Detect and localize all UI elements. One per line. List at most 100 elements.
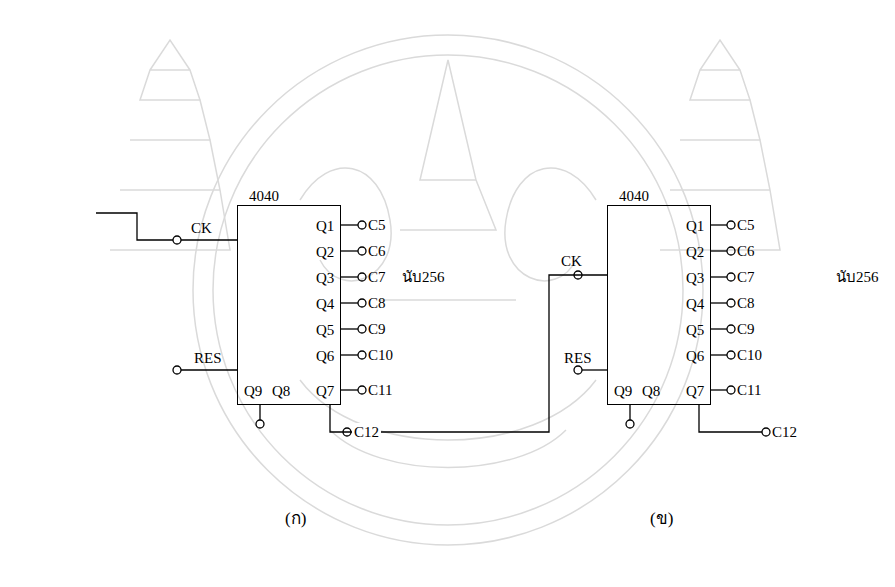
signal-name: C10 xyxy=(737,346,762,364)
connecting-wire xyxy=(330,275,607,432)
pin-wire xyxy=(710,389,727,390)
pin-terminal xyxy=(173,366,181,374)
pin-name: Q4 xyxy=(316,295,334,313)
pin-name: Q6 xyxy=(686,347,704,365)
pin-name: Q7 xyxy=(316,382,334,400)
signal-name: C7 xyxy=(737,268,755,286)
pin-terminal xyxy=(727,273,735,281)
chip-number: 4040 xyxy=(249,187,279,205)
clock-waveform xyxy=(96,213,173,240)
pin-wire xyxy=(710,354,727,355)
signal-name: C8 xyxy=(368,294,386,312)
count-note: นับ256 xyxy=(836,268,879,286)
pin-name: CK xyxy=(191,219,212,237)
pin-wire xyxy=(710,328,727,329)
pin-terminal xyxy=(727,221,735,229)
pin-terminal xyxy=(762,428,770,436)
pin-terminal xyxy=(727,247,735,255)
counter-ic: 4040CKRESQ1Q2Q3Q4Q5Q6Q9Q8Q7 xyxy=(237,205,341,405)
seal-ring xyxy=(213,55,683,525)
output-pins xyxy=(341,221,735,394)
seal-curve xyxy=(300,380,596,468)
pagoda-ornament xyxy=(110,40,230,250)
pin-wire xyxy=(341,276,358,277)
pin-terminal xyxy=(626,420,634,428)
pin-name: Q8 xyxy=(272,382,290,400)
pin-name: Q6 xyxy=(316,347,334,365)
figure-label: (ก) xyxy=(285,510,306,528)
pin-name: Q4 xyxy=(686,295,704,313)
pin-wire xyxy=(341,389,358,390)
pin-wire xyxy=(181,369,237,370)
pin-terminal xyxy=(727,386,735,394)
pin-name: Q5 xyxy=(686,321,704,339)
pin-wire xyxy=(259,405,260,420)
pin-wire xyxy=(341,354,358,355)
pin-terminal xyxy=(173,236,181,244)
signal-name: C5 xyxy=(737,216,755,234)
pin-name: Q2 xyxy=(316,243,334,261)
pin-wire xyxy=(341,250,358,251)
signal-name: C9 xyxy=(737,320,755,338)
pin-wire xyxy=(710,250,727,251)
pin-wire xyxy=(710,276,727,277)
pin-terminal xyxy=(727,325,735,333)
chip-number: 4040 xyxy=(619,187,649,205)
pin-wire xyxy=(181,239,237,240)
signal-name: C12 xyxy=(772,423,797,441)
pin-terminal xyxy=(358,325,366,333)
counter-ic: 4040CKRESQ1Q2Q3Q4Q5Q6Q9Q8Q7 xyxy=(607,205,711,405)
pin-name: Q5 xyxy=(316,321,334,339)
output-wire xyxy=(699,405,762,432)
pin-terminal xyxy=(358,299,366,307)
pin-name: CK xyxy=(561,252,582,270)
pin-name: RES xyxy=(194,349,222,367)
pin-terminal xyxy=(574,366,582,374)
signal-name: C5 xyxy=(368,216,386,234)
central-ornament xyxy=(380,60,516,300)
pin-terminal xyxy=(358,247,366,255)
pin-wire xyxy=(341,224,358,225)
pin-wire xyxy=(582,369,607,370)
signal-name: C8 xyxy=(737,294,755,312)
signal-name: C6 xyxy=(737,242,755,260)
pin-terminal xyxy=(358,351,366,359)
pin-wire xyxy=(710,302,727,303)
pin-wire xyxy=(629,405,630,420)
signal-name: C12 xyxy=(352,423,381,441)
pin-wire xyxy=(710,224,727,225)
pin-name: RES xyxy=(564,349,592,367)
pin-wire xyxy=(341,328,358,329)
pin-terminal xyxy=(727,299,735,307)
signal-name: C11 xyxy=(368,381,392,399)
pin-name: Q3 xyxy=(316,269,334,287)
pin-terminal xyxy=(358,386,366,394)
pin-name: Q7 xyxy=(686,382,704,400)
watermark-seal xyxy=(110,35,780,545)
pin-name: Q1 xyxy=(316,217,334,235)
pin-terminal xyxy=(727,351,735,359)
signal-name: C6 xyxy=(368,242,386,260)
signal-name: C10 xyxy=(368,346,393,364)
signal-name: C9 xyxy=(368,320,386,338)
signal-name: C11 xyxy=(737,381,761,399)
pin-terminal xyxy=(256,420,264,428)
pin-name: Q3 xyxy=(686,269,704,287)
pin-name: Q9 xyxy=(244,382,262,400)
count-note: นับ256 xyxy=(402,268,445,286)
pin-name: Q9 xyxy=(614,382,632,400)
wires xyxy=(96,213,770,436)
signal-name: C7 xyxy=(368,268,386,286)
pin-terminal xyxy=(358,221,366,229)
pagoda-ornament xyxy=(660,40,780,250)
figure-label: (ข) xyxy=(650,510,673,528)
pin-name: Q8 xyxy=(642,382,660,400)
pin-terminal xyxy=(358,273,366,281)
scroll-ornament xyxy=(300,168,596,281)
pin-wire xyxy=(341,302,358,303)
pin-name: Q1 xyxy=(686,217,704,235)
seal-ring xyxy=(193,35,703,545)
